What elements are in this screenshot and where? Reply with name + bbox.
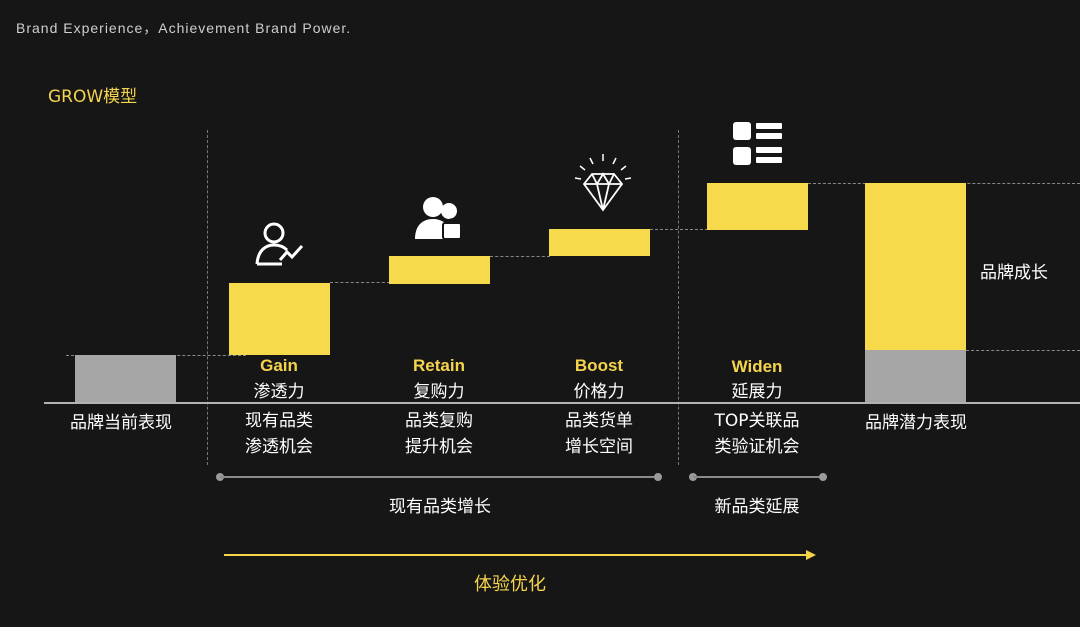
guide-gain-top	[330, 282, 390, 283]
current-label: 品牌当前表现	[70, 413, 172, 433]
stage-gain-cn: 渗透力	[253, 382, 305, 402]
experience-arrow-head	[806, 550, 816, 560]
stage-boost-cn: 价格力	[573, 382, 625, 402]
guide-boost-top	[650, 229, 708, 230]
widen-desc-line2: 类验证机会	[714, 437, 800, 457]
range-existing-end-dot	[654, 473, 662, 481]
stage-widen-cn: 延展力	[731, 382, 783, 402]
bar-gain	[229, 283, 330, 355]
experience-arrow-line	[224, 554, 808, 556]
gain-desc-line2: 渗透机会	[245, 437, 313, 457]
diamond-icon	[574, 154, 632, 212]
gain-desc-line1: 现有品类	[245, 411, 313, 431]
guide-retain-top	[490, 256, 550, 257]
bar-current	[75, 355, 176, 402]
range-new-end-dot	[819, 473, 827, 481]
guide-potential-base	[966, 350, 1080, 351]
stage-gain-en: Gain	[260, 356, 298, 375]
bar-potential-base	[865, 350, 966, 402]
bar-potential-growth	[865, 183, 966, 350]
stage-retain-en: Retain	[413, 356, 465, 375]
potential-label: 品牌潜力表现	[865, 413, 967, 433]
divider-left	[207, 130, 208, 465]
experience-arrow-label: 体验优化	[474, 574, 546, 595]
widen-desc-line1: TOP关联品	[714, 411, 800, 431]
range-new-line	[693, 476, 823, 478]
baseline	[44, 402, 1080, 404]
bar-widen	[707, 183, 808, 230]
retain-desc-line2: 提升机会	[405, 437, 473, 457]
user-chart-icon	[255, 222, 304, 266]
stage-widen-en: Widen	[731, 357, 783, 376]
retain-desc-line1: 品类复购	[405, 411, 473, 431]
users-bag-icon	[415, 197, 462, 240]
boost-desc-line2: 增长空间	[565, 437, 633, 457]
bar-boost	[549, 229, 650, 256]
range-new-label: 新品类延展	[714, 497, 800, 517]
bar-retain	[389, 256, 490, 284]
range-existing-label: 现有品类增长	[389, 497, 491, 517]
stage-boost-en: Boost	[574, 356, 624, 375]
grid-list-icon	[733, 122, 782, 165]
stage-retain-cn: 复购力	[413, 382, 465, 402]
range-existing-line	[220, 476, 658, 478]
growth-label: 品牌成长	[980, 263, 1048, 283]
divider-right	[678, 130, 679, 465]
model-title: GROW模型	[48, 87, 138, 107]
tagline: Brand Experience，Achievement Brand Power…	[16, 20, 352, 36]
boost-desc-line1: 品类货单	[565, 411, 633, 431]
